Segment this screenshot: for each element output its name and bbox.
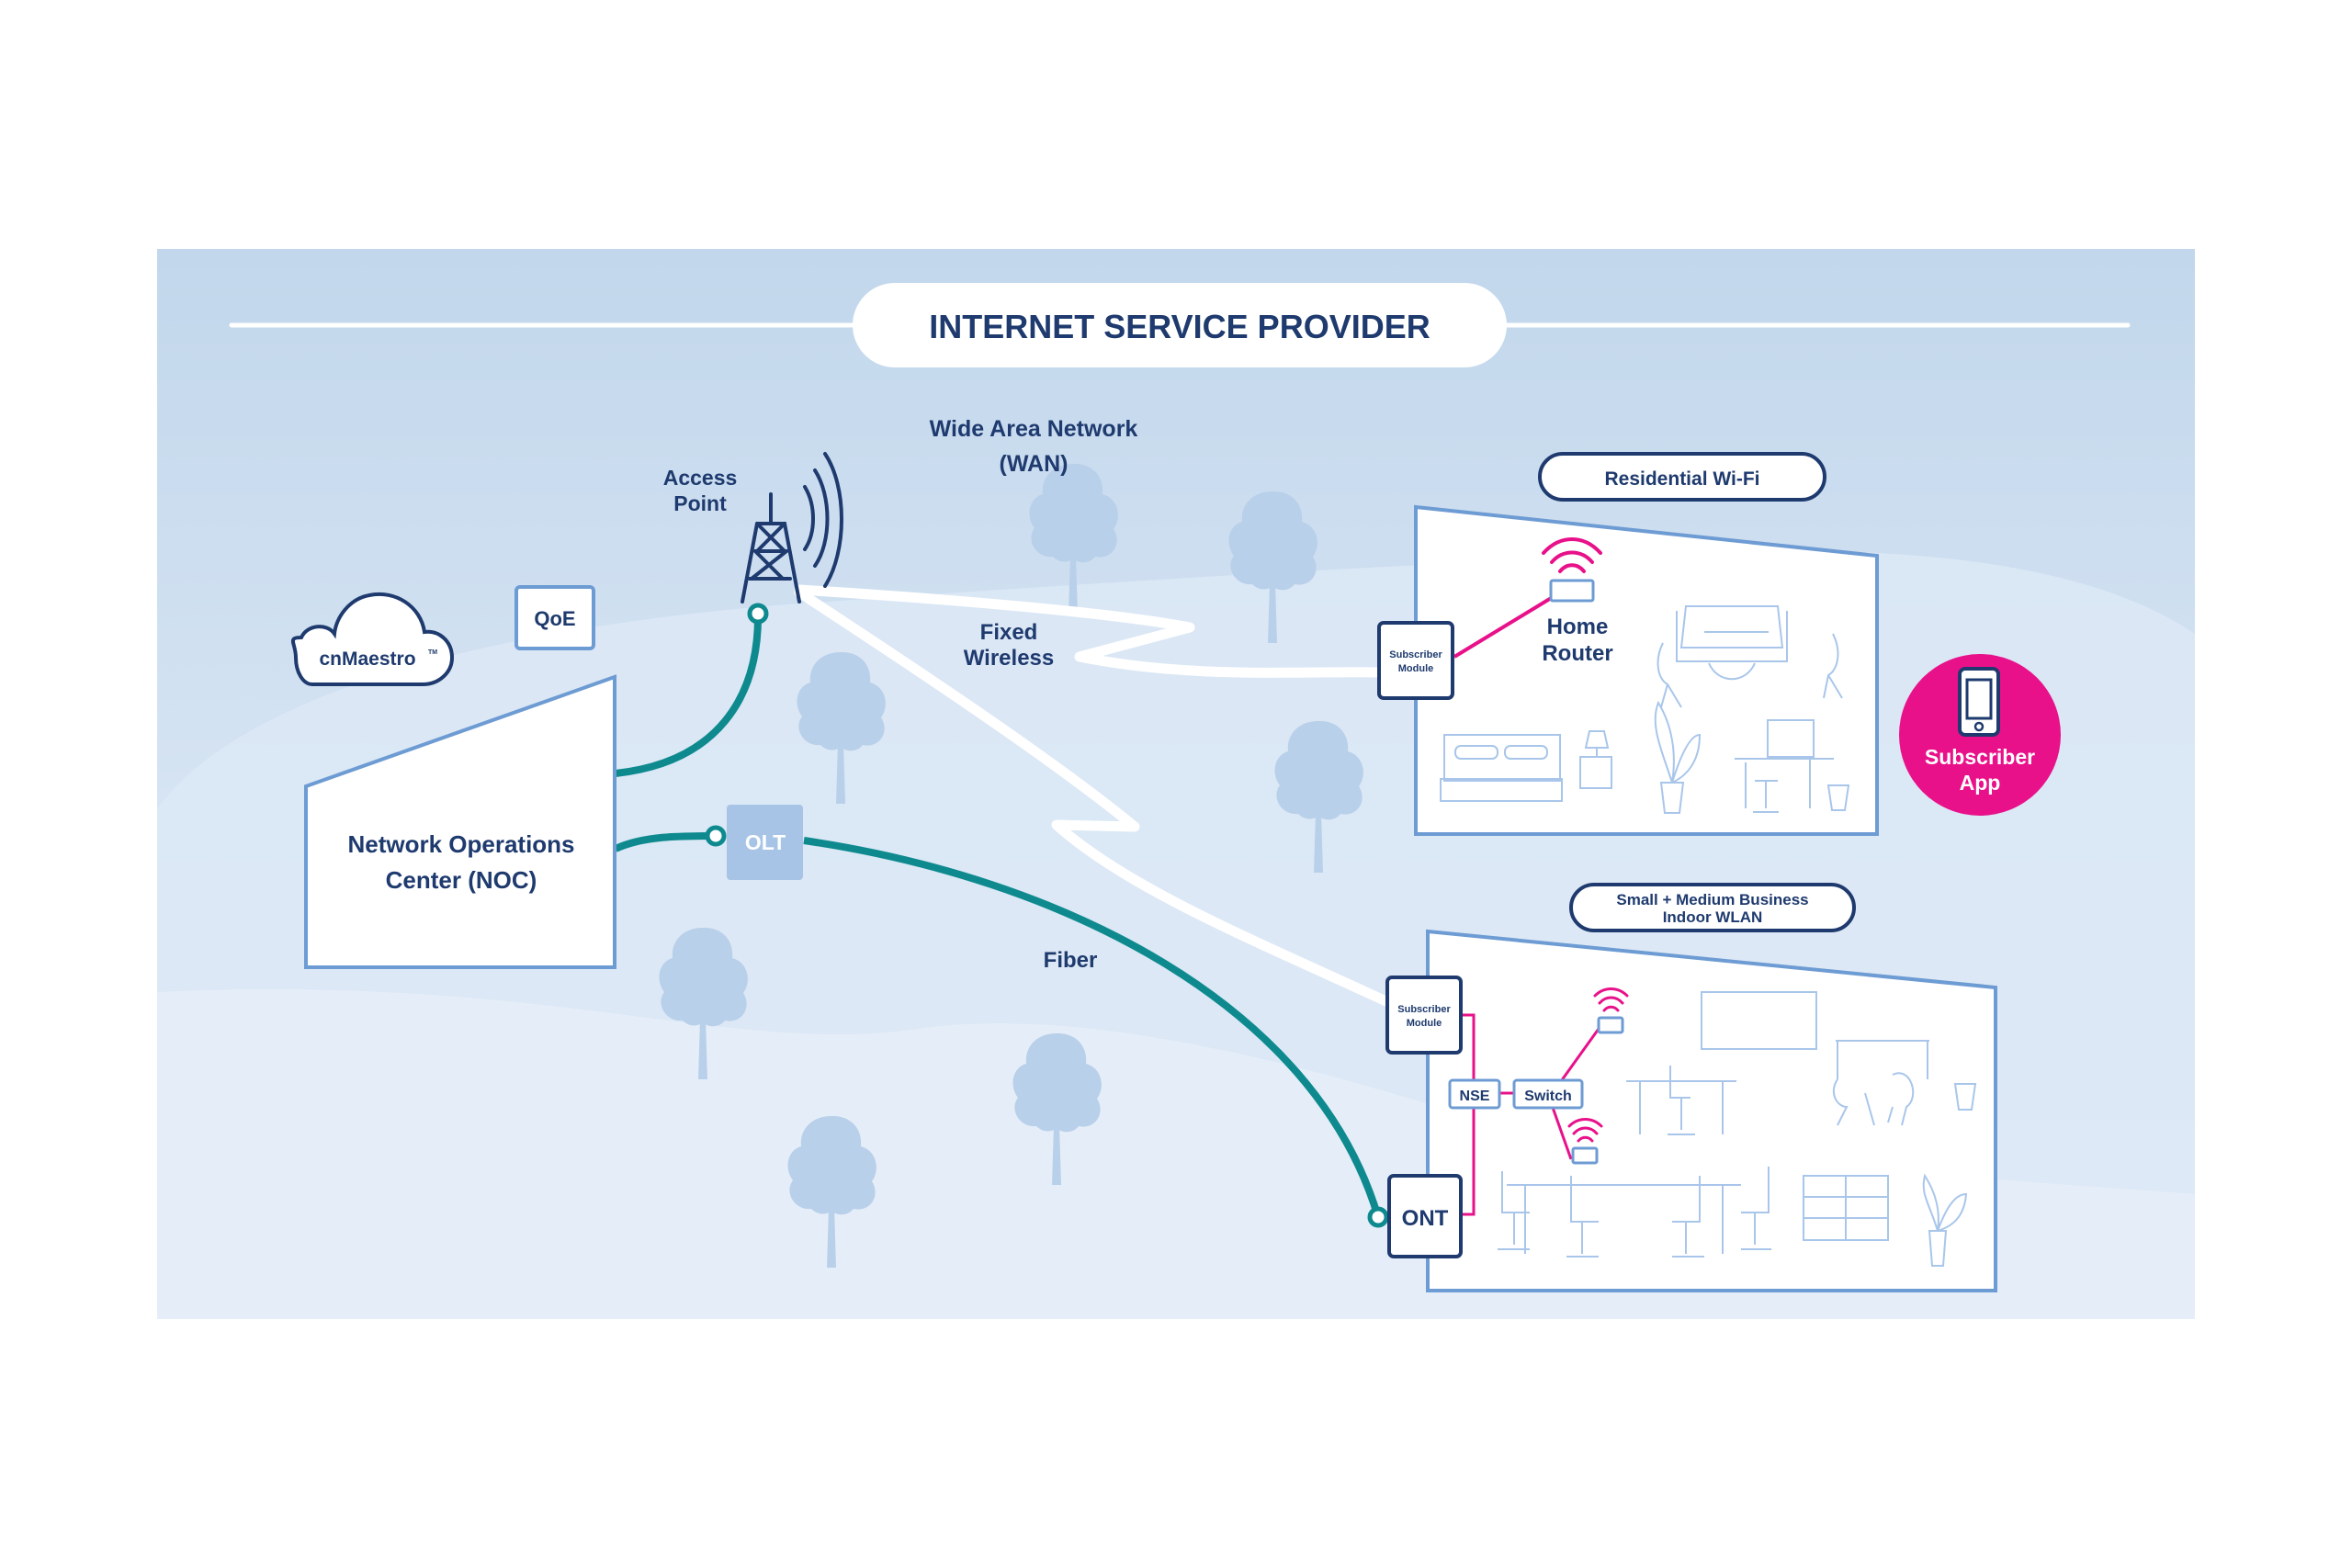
ont-box[interactable]: ONT [1387, 1174, 1463, 1258]
residential-sm-label-line2: Module [1398, 663, 1434, 674]
business-sm-label-line2: Module [1407, 1018, 1442, 1029]
business-cabling [1462, 1013, 1600, 1216]
business-badge [1569, 883, 1856, 932]
fixed-wireless-link-residential [794, 584, 1384, 678]
desk-icon [1735, 719, 1850, 813]
olt-label: OLT [745, 830, 786, 854]
business-wlan-section: Small + Medium Business Indoor WLAN [1385, 883, 1997, 1292]
access-point-tower-icon[interactable] [741, 452, 843, 604]
router-cable [1453, 595, 1555, 659]
olt-box[interactable]: OLT [727, 805, 803, 880]
switch-label: Switch [1524, 1089, 1572, 1104]
qoe-label: QoE [534, 607, 575, 630]
residential-badge [1538, 452, 1826, 502]
living-room-furniture-icon [1657, 605, 1843, 708]
wan-label-line2: (WAN) [1000, 451, 1069, 477]
qoe-box[interactable]: QoE [514, 585, 595, 650]
noc-label-line2: Center (NOC) [386, 866, 537, 894]
noc-building[interactable]: Network Operations Center (NOC) [304, 674, 616, 969]
switch-box[interactable]: Switch [1512, 1078, 1584, 1110]
plant-icon [1654, 700, 1702, 814]
olt-port-icon [705, 825, 727, 847]
wifi-signal-icon [1593, 987, 1629, 1012]
residential-wifi-section: Residential Wi-Fi [1377, 452, 1879, 836]
wan-label-line1: Wide Area Network [930, 416, 1138, 442]
noc-to-access-point-link [615, 613, 763, 777]
fixed-wireless-label-line2: Wireless [964, 646, 1055, 671]
title-pill [853, 283, 1507, 367]
ont-port-icon [1367, 1206, 1389, 1228]
residential-house [1414, 504, 1879, 836]
cloud-icon [291, 592, 455, 686]
residential-badge-label: Residential Wi-Fi [1605, 468, 1760, 490]
home-router-label-line2: Router [1542, 641, 1612, 666]
business-sm-label-line1: Subscriber [1397, 1004, 1451, 1015]
fiber-link [803, 837, 1382, 1219]
wireless-ap-icon[interactable] [1571, 1146, 1599, 1165]
access-point-label-line2: Point [673, 491, 727, 515]
subscriber-app-label-line2: App [1960, 771, 2001, 795]
residential-subscriber-module[interactable]: Subscriber Module [1377, 621, 1454, 700]
wireless-ap-icon[interactable] [1597, 1016, 1624, 1034]
home-router-icon[interactable] [1549, 579, 1595, 603]
business-badge-label-line1: Small + Medium Business [1616, 891, 1808, 908]
fixed-wireless-link-business [794, 587, 1397, 1010]
noc-label-line1: Network Operations [347, 830, 574, 858]
wifi-signal-icon [1567, 1118, 1603, 1143]
fiber-label: Fiber [1044, 948, 1098, 973]
nse-label: NSE [1460, 1089, 1490, 1104]
access-point-label-line1: Access [663, 466, 738, 490]
business-subscriber-module[interactable]: Subscriber Module [1385, 976, 1463, 1055]
bedroom-furniture-icon [1440, 730, 1612, 802]
access-point-port-icon [747, 603, 769, 625]
residential-sm-label-line1: Subscriber [1389, 649, 1442, 660]
office-furniture-icon [1498, 991, 1977, 1267]
ont-label: ONT [1402, 1206, 1449, 1231]
nse-box[interactable]: NSE [1448, 1078, 1501, 1110]
subscriber-app-label-line1: Subscriber [1925, 745, 2035, 769]
page-title: INTERNET SERVICE PROVIDER [929, 308, 1430, 345]
cnmaestro-tm: TM [428, 649, 437, 656]
phone-icon [1958, 667, 2000, 737]
cnmaestro-label: cnMaestro [319, 649, 415, 670]
home-router-label-line1: Home [1547, 615, 1609, 639]
noc-to-olt-link [614, 832, 716, 852]
wifi-signal-icon [1542, 537, 1602, 573]
subscriber-app-button[interactable]: Subscriber App [1899, 654, 2061, 816]
cnmaestro-cloud[interactable]: cnMaestro TM [291, 592, 455, 686]
business-building [1426, 929, 1997, 1292]
fixed-wireless-label-line1: Fixed [980, 620, 1038, 645]
business-badge-label-line2: Indoor WLAN [1663, 908, 1763, 926]
